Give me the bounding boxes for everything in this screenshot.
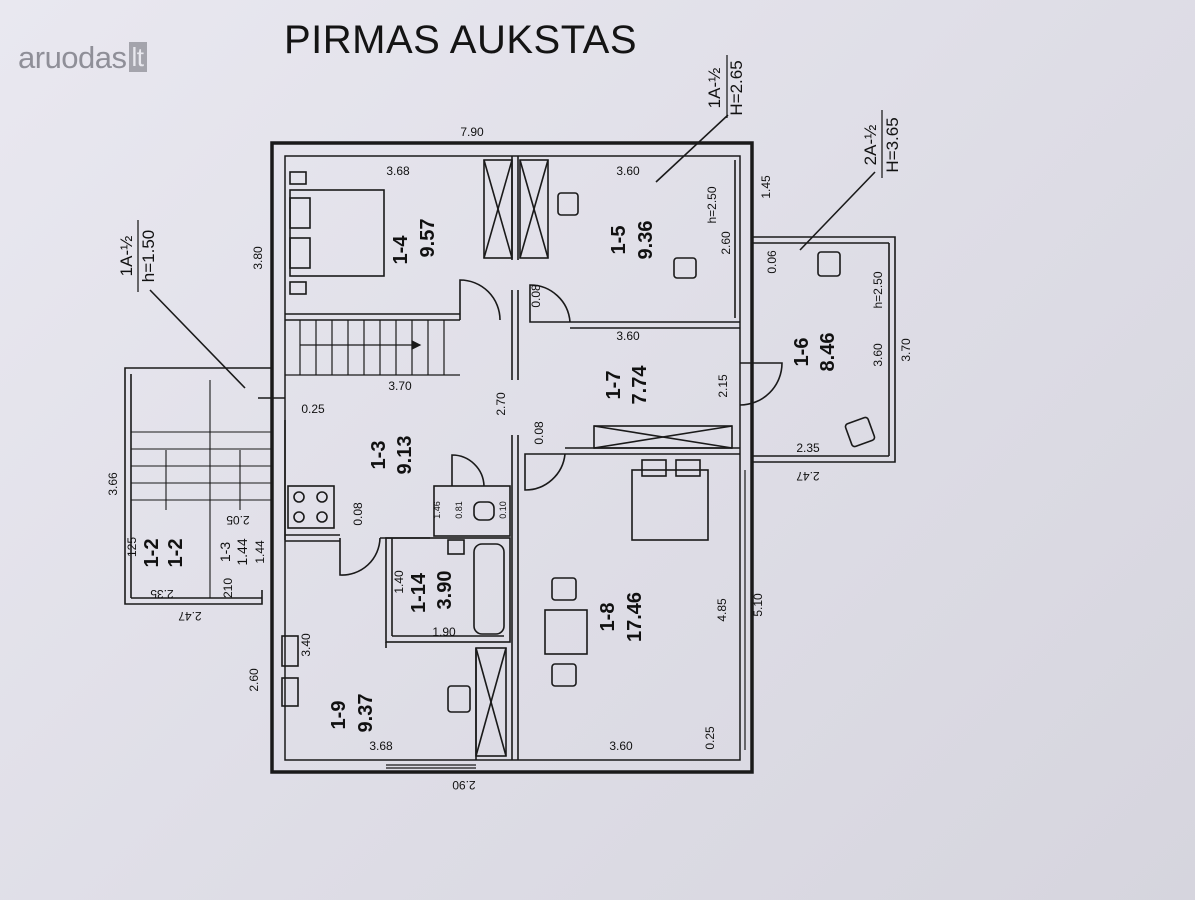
dim-215: 2.15 (716, 374, 730, 398)
chair-icon (817, 251, 841, 277)
dim-340: 3.40 (299, 633, 313, 657)
room-1-4-id: 1-4 (390, 235, 412, 265)
dim-366: 3.66 (106, 472, 120, 496)
room-1-6-area: 8.46 (817, 333, 839, 372)
chair-icon (551, 577, 577, 601)
dim-210: 210 (221, 578, 235, 598)
room-1-3-area: 9.13 (394, 436, 416, 475)
room-1-4-area: 9.57 (417, 219, 439, 258)
dim-247: 2.47 (796, 469, 820, 483)
dim-270: 2.70 (494, 392, 508, 416)
staircase (285, 320, 460, 376)
chair-icon (447, 685, 471, 713)
dim-room15-height: h=2.50 (705, 186, 719, 223)
dim-290: 2.90 (452, 778, 476, 792)
dim-wc-a: 1.46 (432, 501, 442, 519)
outer-wall (270, 141, 754, 774)
dim-125: 125 (125, 537, 139, 557)
dim-008c: 0.08 (351, 502, 365, 526)
dim-r17-width: 3.60 (616, 329, 640, 343)
room-1-5-area: 9.36 (635, 221, 657, 260)
room-1-6-id: 1-6 (791, 338, 813, 367)
chair-icon (844, 416, 876, 448)
chair-icon (551, 663, 577, 687)
section-mark-1a-left-line1: 1A-½ (117, 236, 136, 277)
dim-144a: 1.44 (234, 538, 250, 565)
dim-247b: 2.47 (178, 609, 202, 623)
bed-icon (631, 469, 709, 541)
dim-stair-width: 3.70 (388, 379, 412, 393)
room-1-14-id: 1-14 (408, 572, 430, 613)
dim-025b: 0.25 (703, 726, 717, 750)
chair-icon (557, 192, 579, 216)
dim-144b: 1.44 (253, 540, 267, 564)
room-1-3-id: 1-3 (368, 441, 390, 470)
dim-205: 2.05 (226, 513, 250, 527)
dim-r16-height: h=2.50 (871, 271, 885, 308)
plan-title: PIRMAS AUKSTAS (284, 18, 638, 62)
dim-235b: 2.35 (150, 587, 174, 601)
dim-260: 2.60 (247, 668, 261, 692)
room-1-8-area: 17.46 (624, 592, 646, 642)
room-1-8-id: 1-8 (597, 603, 619, 632)
dim-room14-width: 3.68 (386, 164, 410, 178)
bed-icon (289, 189, 385, 277)
dim-140: 1.40 (392, 570, 406, 594)
chair-icon (673, 257, 697, 279)
section-mark-2a-line2: H=3.65 (883, 117, 902, 172)
dim-006: 0.06 (765, 250, 779, 274)
dim-190: 1.90 (432, 625, 456, 639)
dim-485: 4.85 (715, 598, 729, 622)
dim-ext-145: 1.45 (759, 175, 773, 199)
dim-235: 2.35 (796, 441, 820, 455)
room-1-14-area: 3.90 (434, 571, 456, 610)
room-1-9-id: 1-9 (328, 701, 350, 730)
dim-360: 3.60 (609, 739, 633, 753)
dim-left-380: 3.80 (251, 246, 265, 270)
dim-r16-outer: 3.70 (899, 338, 913, 362)
table-icon (544, 609, 588, 655)
dim-025: 0.25 (301, 402, 325, 416)
dim-008b: 0.08 (532, 421, 546, 445)
room-1-7-area: 7.74 (629, 365, 651, 405)
dim-r16-side: 3.60 (871, 343, 885, 367)
watermark-text: aruodas (18, 40, 127, 75)
room-1-9-area: 9.37 (355, 694, 377, 733)
dim-top-width: 7.90 (460, 125, 484, 139)
entrance-stairs (124, 367, 272, 605)
section-mark-1a-line1: 1A-½ (705, 68, 724, 109)
dim-368: 3.68 (369, 739, 393, 753)
room-1-2-id: 1-2 (141, 539, 163, 568)
dim-room15-width: 3.60 (616, 164, 640, 178)
room-1-7-id: 1-7 (603, 371, 625, 400)
room-1-5-id: 1-5 (608, 226, 630, 255)
dim-008a: 0.08 (529, 284, 543, 308)
section-mark-1a-left-line2: h=1.50 (139, 230, 158, 282)
dim-wc-c: 0.10 (498, 501, 508, 519)
section-mark-1a-line2: H=2.65 (727, 60, 746, 115)
room-1-2-area: 1-2 (165, 539, 187, 568)
dim-13: 1-3 (217, 542, 233, 562)
dim-510: 5.10 (751, 593, 765, 617)
dim-room15-side: 2.60 (719, 231, 733, 255)
dim-wc-b: 0.81 (454, 501, 464, 519)
section-mark-2a-line1: 2A-½ (861, 125, 880, 166)
watermark-tld: lt (128, 42, 147, 72)
balcony-outline (752, 236, 896, 463)
